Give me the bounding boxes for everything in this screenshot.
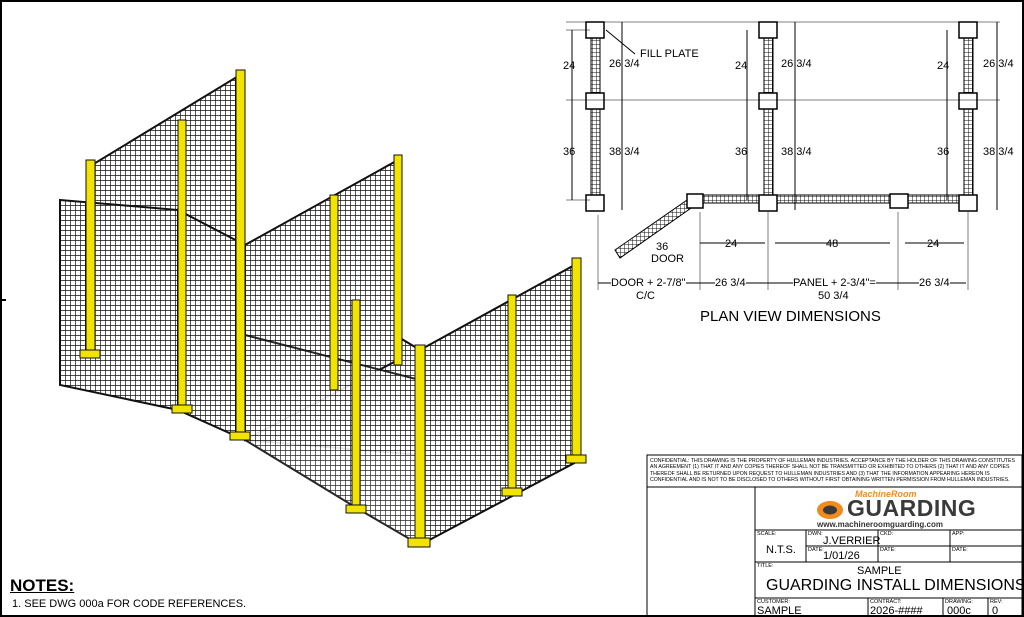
post-3 (229, 69, 251, 441)
date-label: DATE: (808, 547, 824, 553)
dim-right-24: 24 (937, 60, 950, 72)
rev-value: 0 (992, 605, 999, 617)
post-8 (501, 294, 523, 497)
post-6 (345, 299, 367, 514)
contract-label: CONTRACT: (870, 599, 902, 605)
dim-right-38-3-4: 38 3/4 (983, 146, 1014, 158)
dim-left-24: 24 (563, 60, 576, 72)
door-label: DOOR (651, 253, 684, 265)
door-cc-label: DOOR + 2-7/8" (611, 277, 686, 289)
dim-mid-38-3-4: 38 3/4 (781, 146, 812, 158)
plan-view-title: PLAN VIEW DIMENSIONS (700, 308, 881, 325)
dim-mid-36: 36 (735, 146, 748, 158)
scale-value: N.T.S. (766, 544, 796, 556)
customer-label: CUSTOMER: (757, 599, 790, 605)
panel-formula: PANEL + 2-3/4"= (793, 277, 876, 289)
drawn-by-label: DWN: (808, 531, 823, 537)
post-2 (171, 119, 193, 414)
post-9 (565, 257, 587, 464)
panel-result: 50 3/4 (818, 290, 849, 302)
checked-date-label: DATE: (880, 547, 896, 553)
dim-right-36: 36 (937, 146, 950, 158)
customer-value: SAMPLE (757, 605, 802, 617)
date-value: 1/01/26 (823, 550, 860, 562)
dim-left-38-3-4: 38 3/4 (609, 146, 640, 158)
dim-right-26-3-4: 26 3/4 (983, 58, 1014, 70)
logo-emblem-icon (817, 501, 843, 519)
scale-label: SCALE: (757, 531, 777, 537)
title-line-2: GUARDING INSTALL DIMENSIONS (766, 577, 1024, 594)
dim-bottom-26-3-4a: 26 3/4 (715, 277, 746, 289)
notes-heading: NOTES: (10, 576, 75, 595)
door-cc-sub: C/C (636, 290, 655, 302)
note-item-1: 1. SEE DWG 000a FOR CODE REFERENCES. (12, 598, 247, 610)
post-5 (393, 154, 403, 366)
dim-bottom-26-3-4b: 26 3/4 (919, 277, 950, 289)
drawing-label: DRAWING: (945, 599, 973, 605)
checked-label: CKD: (880, 531, 894, 537)
approved-date-label: DATE: (952, 547, 968, 553)
fill-plate-label: FILL PLATE (640, 48, 699, 60)
dim-mid-24: 24 (735, 60, 748, 72)
dim-left-26-3-4: 26 3/4 (609, 58, 640, 70)
dim-bottom-24b: 24 (927, 238, 940, 250)
drawn-by-value: J.VERRIER (823, 535, 881, 547)
post-4 (329, 194, 339, 391)
drawing-value: 000c (947, 605, 971, 617)
dim-mid-26-3-4: 26 3/4 (781, 58, 812, 70)
dim-bottom-24a: 24 (725, 238, 738, 250)
rev-label: REV: (990, 599, 1003, 605)
approved-label: APP: (952, 531, 965, 537)
title-line-1: SAMPLE (857, 565, 902, 577)
title-label: TITLE: (757, 563, 774, 569)
dim-left-36: 36 (563, 146, 576, 158)
dim-bottom-48: 48 (826, 238, 839, 250)
company-logo: MachineRoom GUARDING www.machineroomguar… (815, 489, 976, 529)
contract-value: 2026-#### (870, 605, 923, 617)
confidential-notice: CONFIDENTIAL: THIS DRAWING IS THE PROPER… (650, 458, 1015, 484)
logo-url: www.machineroomguarding.com (817, 520, 943, 529)
post-1 (79, 159, 101, 359)
dim-door-36: 36 (656, 241, 669, 253)
logo-main-text: GUARDING (847, 495, 977, 521)
post-7 (407, 344, 431, 548)
logo-top-text: MachineRoom (855, 489, 917, 499)
